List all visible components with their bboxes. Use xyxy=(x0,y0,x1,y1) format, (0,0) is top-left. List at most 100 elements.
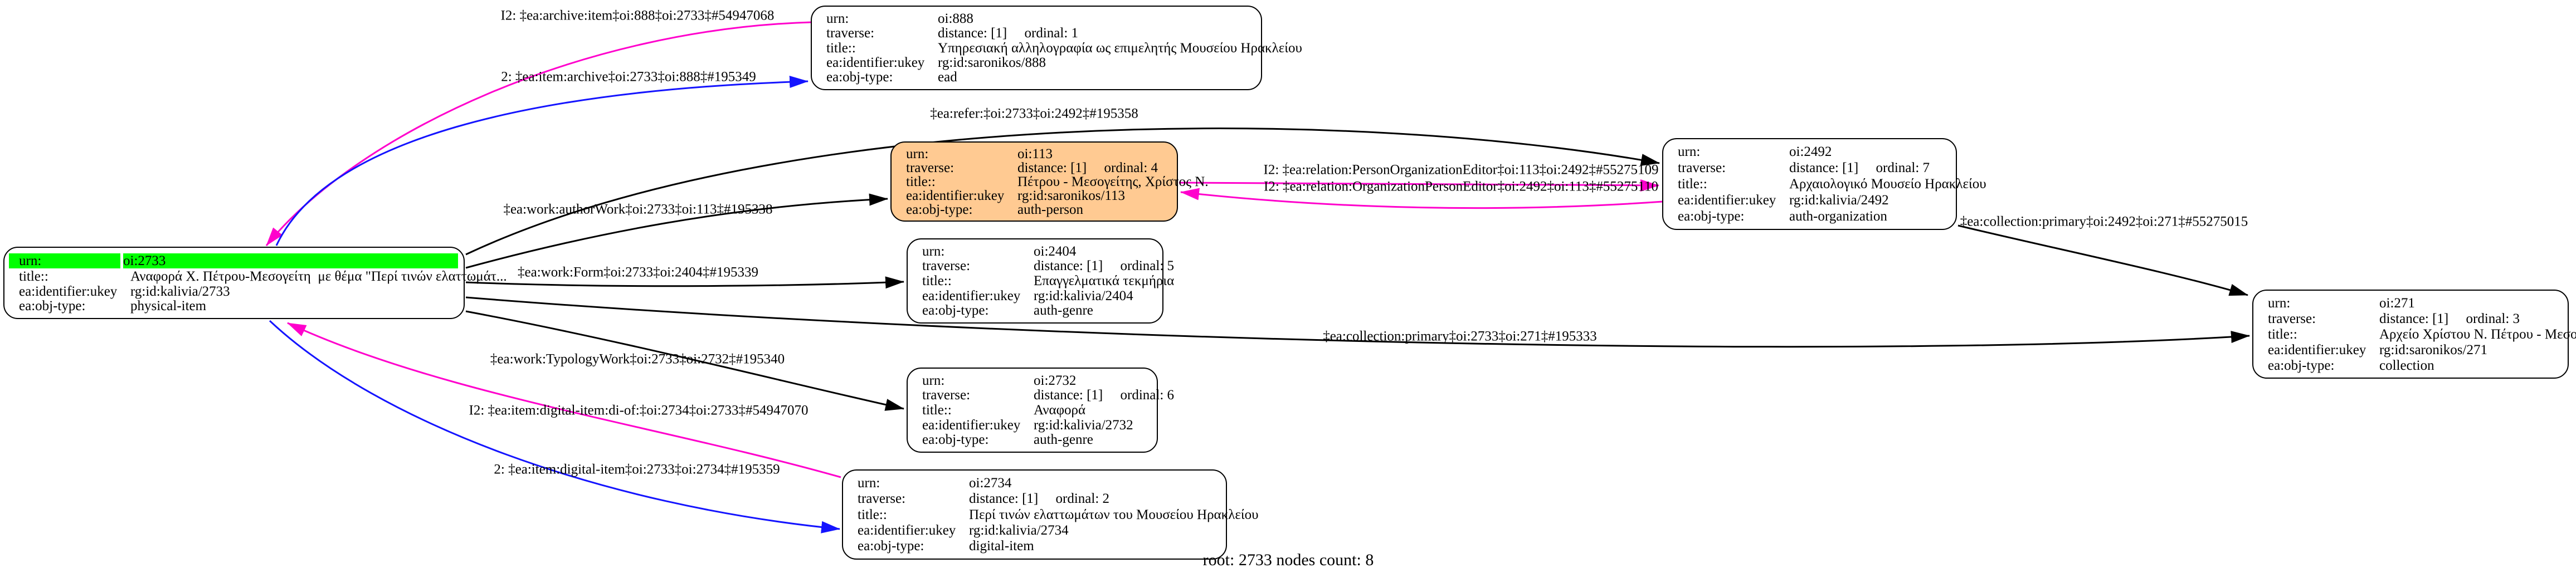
node-row-oi-113-2: title::Πέτρου - Μεσογείτης, Χρίστος Ν. xyxy=(892,174,1209,189)
field-key: urn: xyxy=(826,11,849,26)
field-key: ea:obj-type: xyxy=(1678,209,1745,224)
node-row-oi-113-0: urn: oi:113 xyxy=(892,147,1177,161)
node-row-oi-888-2: title::Υπηρεσιακή αλληλογραφία ως επιμελ… xyxy=(812,40,1302,56)
field-key: traverse: xyxy=(826,26,875,41)
field-value: auth-person xyxy=(1017,202,1084,217)
field-value: Υπηρεσιακή αλληλογραφία ως επιμελητής Μο… xyxy=(938,40,1302,56)
field-key: urn: xyxy=(922,243,945,259)
node-row-oi-271-1: traverse:distance: [1] ordinal: 3 xyxy=(2253,311,2568,326)
field-key: traverse: xyxy=(922,258,971,274)
field-value: auth-genre xyxy=(1034,432,1093,448)
node-row-oi-888-3: ea:identifier:ukey rg:id:saronikos/888 xyxy=(812,55,1261,70)
node-row-oi-2733-2: ea:identifier:ukey rg:id:kalivia/2733 xyxy=(4,284,464,299)
field-key: title:: xyxy=(922,273,952,288)
field-value: oi:2733 xyxy=(123,253,458,268)
field-key: ea:obj-type: xyxy=(922,303,989,319)
field-key: ea:obj-type: xyxy=(19,298,86,314)
field-key: ea:identifier:ukey xyxy=(826,55,925,70)
root-count-label: root: 2733 nodes count: 8 xyxy=(1202,551,1374,569)
field-key: ea:obj-type: xyxy=(922,432,989,448)
field-value: Πέτρου - Μεσογείτης, Χρίστος Ν. xyxy=(1017,174,1209,189)
field-key: title:: xyxy=(19,269,48,285)
field-value: physical-item xyxy=(130,298,207,314)
node-row-oi-2732-2: title::Αναφορά xyxy=(908,403,1157,418)
node-row-oi-2404-1: traverse: distance: [1] ordinal: 5 xyxy=(908,258,1174,274)
field-value: oi:2492 xyxy=(1789,144,1832,159)
node-row-oi-113-4: ea:obj-type: auth-person xyxy=(892,203,1177,217)
field-value: Αρχείο Χρίστου Ν. Πέτρου - Μεσογείτη xyxy=(2379,326,2576,342)
field-value: Αναφορά xyxy=(1034,403,1086,418)
field-key: traverse: xyxy=(858,491,906,507)
node-row-oi-2492-4: ea:obj-type:auth-organization xyxy=(1663,208,1956,224)
field-value: distance: [1] ordinal: 5 xyxy=(1034,258,1175,274)
node-row-oi-888-1: traverse:distance: [1] ordinal: 1 xyxy=(812,26,1261,40)
edge-relation-person-organization-editor xyxy=(1179,179,1659,192)
node-row-oi-2734-1: traverse:distance: [1] ordinal: 2 xyxy=(843,491,1226,506)
graph-node-oi-2404[interactable]: urn: oi:2404 traverse: distance: [1] ordina… xyxy=(907,238,1174,324)
node-row-oi-2404-2: title::Επαγγελματικά τεκμήρια xyxy=(908,273,1174,288)
field-key: urn: xyxy=(9,253,120,268)
node-row-oi-2492-0: urn: oi:2492 xyxy=(1663,144,1956,160)
node-row-oi-2404-0: urn: oi:2404 xyxy=(908,244,1162,259)
node-row-oi-2732-4: ea:obj-type: auth-genre xyxy=(908,432,1157,447)
field-value: oi:2404 xyxy=(1034,243,1077,259)
node-row-oi-271-4: ea:obj-type:collection xyxy=(2253,357,2568,373)
edge-refer xyxy=(465,128,1660,256)
field-value: Αναφορά Χ. Πέτρου-Μεσογείτη με θέμα "Περ… xyxy=(130,269,507,285)
field-key: urn: xyxy=(1678,144,1701,159)
field-key: title:: xyxy=(922,403,952,418)
field-key: urn: xyxy=(858,475,880,491)
field-value: distance: [1] ordinal: 4 xyxy=(1017,160,1158,175)
edge-item-archive xyxy=(275,76,809,246)
field-key: title:: xyxy=(826,40,856,56)
field-key: urn: xyxy=(2268,295,2291,311)
edge-work-form xyxy=(465,276,904,289)
node-row-oi-271-2: title::Αρχείο Χρίστου Ν. Πέτρου - Μεσογε… xyxy=(2253,326,2576,342)
field-value: oi:2734 xyxy=(969,475,1012,491)
node-row-oi-2733-3: ea:obj-type: physical-item xyxy=(4,299,464,314)
field-key: ea:obj-type: xyxy=(906,202,973,217)
node-row-oi-2492-2: title::Αρχαιολογικό Μουσείο Ηρακλείου xyxy=(1663,176,1986,192)
field-key: title:: xyxy=(1678,177,1707,192)
node-row-oi-888-0: urn: oi:888 xyxy=(812,11,1261,26)
field-value: oi:2732 xyxy=(1034,373,1077,388)
edge-collection-primary-2733 xyxy=(465,296,2250,348)
field-key: ea:identifier:ukey xyxy=(19,283,118,299)
field-key: traverse: xyxy=(906,160,955,175)
field-key: title:: xyxy=(906,174,936,189)
field-value: rg:id:saronikos/113 xyxy=(1017,188,1126,203)
node-row-oi-2732-1: traverse:distance: [1] ordinal: 6 xyxy=(908,388,1174,403)
field-key: ea:obj-type: xyxy=(2268,357,2335,373)
edge-work-typology-work xyxy=(465,310,904,411)
field-value: distance: [1] ordinal: 3 xyxy=(2379,311,2520,326)
field-value: rg:id:saronikos/888 xyxy=(938,55,1046,70)
field-value: Αρχαιολογικό Μουσείο Ηρακλείου xyxy=(1789,177,1986,192)
edge-work-author-work xyxy=(465,193,888,269)
field-value: oi:113 xyxy=(1017,146,1053,161)
node-row-oi-2732-0: urn:oi:2732 xyxy=(908,373,1157,388)
field-key: ea:identifier:ukey xyxy=(858,522,956,538)
field-value: oi:888 xyxy=(938,11,973,26)
field-value: rg:id:kalivia/2733 xyxy=(130,283,230,299)
graph-node-oi-113[interactable]: urn: oi:113 traverse: distance: [1] ordinal… xyxy=(890,141,1209,222)
node-row-oi-2734-0: urn: oi:2734 xyxy=(843,475,1226,491)
field-value: rg:id:kalivia/2732 xyxy=(1034,417,1133,433)
node-row-oi-888-4: ea:obj-type:ead xyxy=(812,70,1261,85)
node-row-oi-2404-4: ea:obj-type:auth-genre xyxy=(908,303,1162,318)
edge-item-digital-item xyxy=(269,320,840,533)
field-key: ea:identifier:ukey xyxy=(1678,193,1776,208)
field-key: urn: xyxy=(906,146,929,161)
